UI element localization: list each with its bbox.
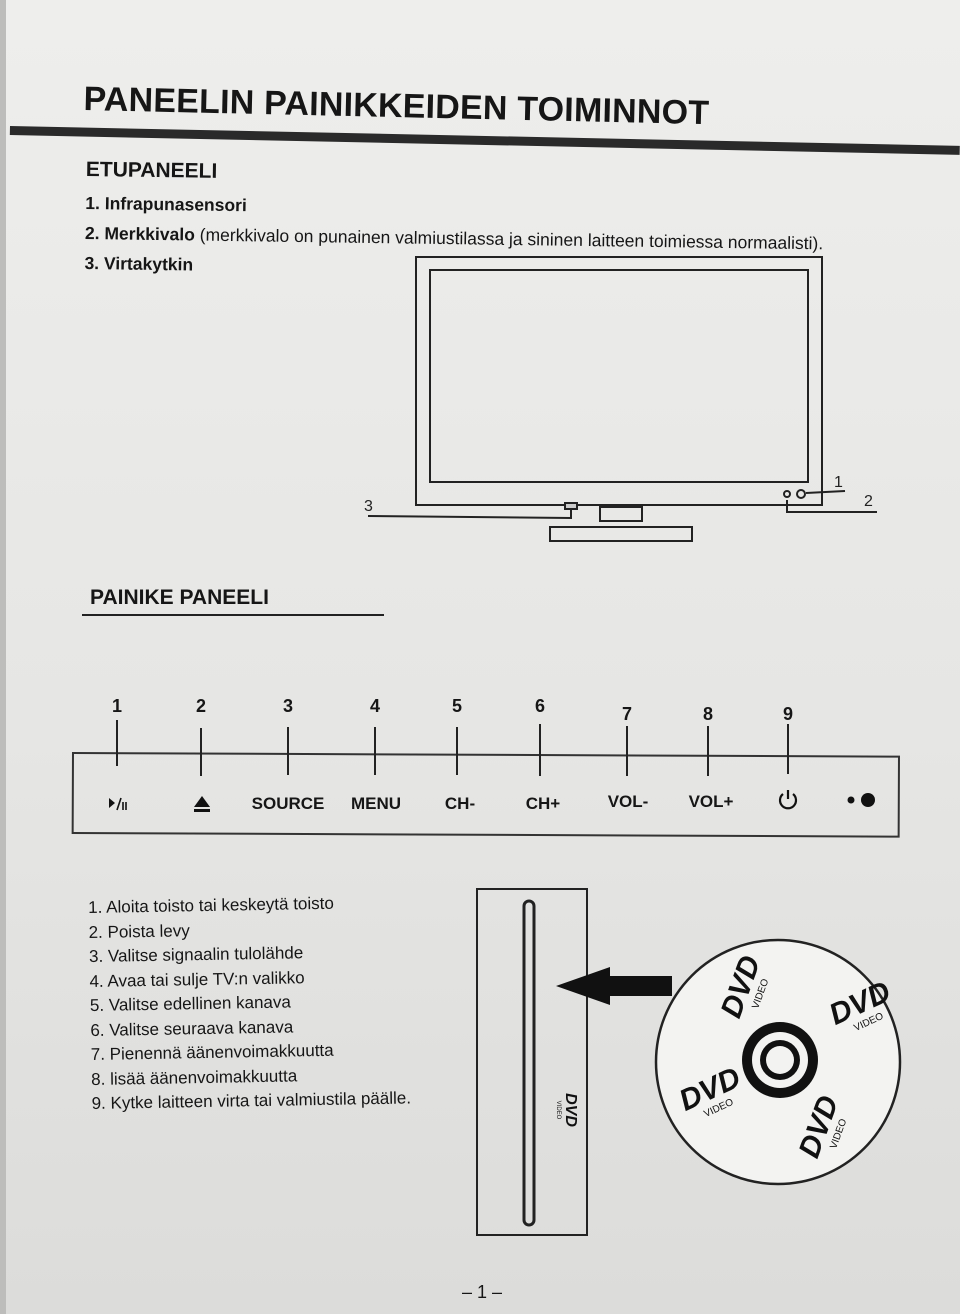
button-leader-line bbox=[456, 727, 458, 775]
button-leader-line bbox=[626, 726, 628, 776]
tv-screen bbox=[429, 269, 809, 483]
ch-plus-button-label: CH+ bbox=[525, 794, 561, 813]
button-leader-line bbox=[787, 724, 789, 774]
callout-label-2: 2 bbox=[864, 493, 873, 510]
vol-minus-button-label: VOL- bbox=[607, 792, 649, 811]
eject-icon bbox=[192, 794, 212, 814]
disc-hub-hole bbox=[766, 1046, 794, 1074]
callout-line-2 bbox=[786, 500, 877, 513]
callout-line-1 bbox=[805, 490, 846, 494]
button-leader-line bbox=[707, 726, 709, 776]
callout-label-1: 1 bbox=[834, 474, 843, 491]
menu-button-label: MENU bbox=[350, 794, 402, 813]
button-number: 8 bbox=[702, 704, 714, 724]
page-binding-edge bbox=[0, 0, 6, 1314]
slot-logo-text: DVD bbox=[562, 1093, 579, 1127]
button-panel-heading: PAINIKE PANEELI bbox=[90, 586, 269, 609]
slot-dvd-logo: DVD VIDEO bbox=[555, 1093, 579, 1127]
play-pause-icon bbox=[108, 796, 128, 812]
tv-outer-frame bbox=[415, 256, 823, 506]
disc-slot-panel bbox=[476, 888, 588, 1236]
disc-slot-opening bbox=[522, 899, 536, 1227]
button-number: 6 bbox=[534, 696, 546, 716]
page-number: – 1 – bbox=[462, 1282, 503, 1302]
button-number: 1 bbox=[111, 696, 123, 716]
button-number: 2 bbox=[195, 696, 207, 716]
button-leader-line bbox=[200, 728, 202, 776]
callout-label-3: 3 bbox=[364, 498, 373, 515]
callout-line-3 bbox=[367, 508, 572, 520]
ch-minus-button-label: CH- bbox=[444, 794, 476, 813]
tv-stand-neck bbox=[599, 506, 643, 522]
tv-stand-base bbox=[549, 526, 693, 542]
button-number: 9 bbox=[782, 704, 794, 724]
button-panel-heading-rule bbox=[82, 614, 384, 616]
slot-logo-subtext: VIDEO bbox=[555, 1101, 561, 1120]
button-leader-line bbox=[539, 724, 541, 776]
button-leader-line bbox=[116, 720, 118, 766]
source-button-label: SOURCE bbox=[251, 794, 325, 813]
button-leader-line bbox=[287, 727, 289, 775]
vol-plus-button-label: VOL+ bbox=[688, 792, 734, 811]
button-leader-line bbox=[374, 727, 376, 775]
button-number: 4 bbox=[369, 696, 381, 716]
ir-sensor-icon bbox=[783, 490, 791, 498]
indicator-light-icon bbox=[796, 489, 806, 499]
power-icon bbox=[776, 788, 800, 812]
led-indicator-icon bbox=[844, 790, 880, 810]
button-number: 5 bbox=[451, 696, 463, 716]
dvd-disc bbox=[654, 938, 902, 1186]
button-number: 3 bbox=[282, 696, 294, 716]
insert-arrow-icon bbox=[556, 967, 672, 1005]
button-number: 7 bbox=[621, 704, 633, 724]
